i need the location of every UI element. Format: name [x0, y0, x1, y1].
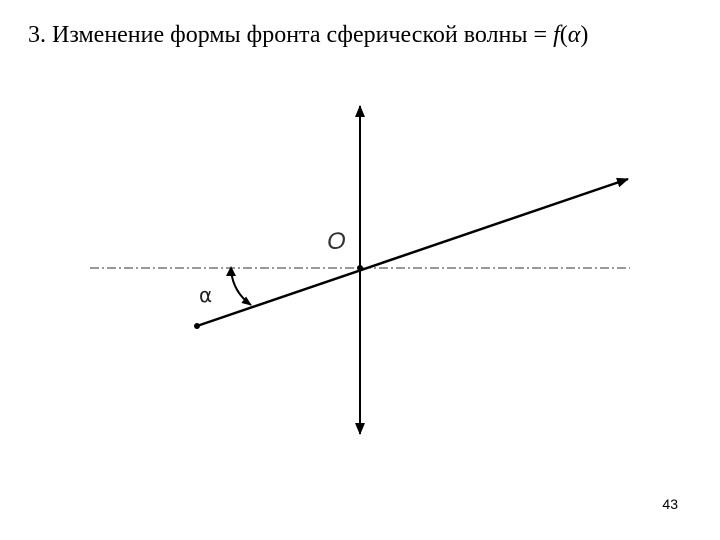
title-text: 3. Изменение формы фронта сферической во…	[28, 22, 554, 48]
angle-label: α	[199, 283, 212, 307]
slide-title: 3. Изменение формы фронта сферической во…	[28, 22, 708, 49]
origin-point	[357, 265, 363, 271]
page-number: 43	[662, 496, 678, 512]
title-function: f	[553, 22, 560, 48]
origin-label: O	[327, 228, 346, 255]
title-paren-open: (	[559, 22, 568, 48]
title-paren-close: )	[580, 22, 589, 48]
ray-start-point	[194, 323, 200, 329]
angle-arc-start-arrow	[226, 266, 236, 276]
inclined-ray	[196, 177, 629, 328]
title-argument: α	[567, 22, 581, 48]
